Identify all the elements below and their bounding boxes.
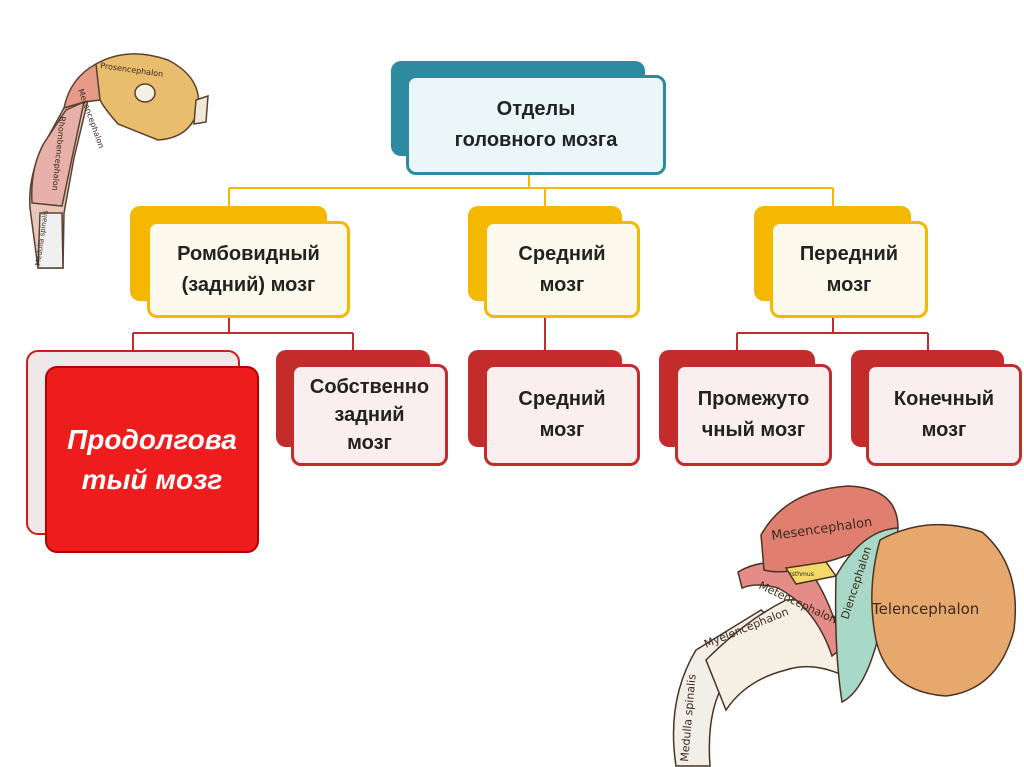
division-label: Передний мозг bbox=[799, 242, 899, 296]
subdivision-label: Средний мозг bbox=[518, 388, 606, 441]
subdivision-node-diencephalon: Промежуто чный мозг bbox=[675, 364, 832, 466]
subdivision-node-metencephalon: Собственно задний мозг bbox=[291, 364, 448, 466]
subdivision-label: Собственно задний мозг bbox=[309, 376, 430, 454]
subdivision-node-telencephalon: Конечный мозг bbox=[866, 364, 1022, 466]
subdivision-label: Продолгова тый мозг bbox=[67, 423, 237, 495]
embryo-brain-illustration-right: Mesencephalon Isthmus Metencephalon Dien… bbox=[672, 485, 1017, 767]
division-label: Средний мозг bbox=[518, 242, 606, 296]
root-node-label: Отделы головного мозга bbox=[454, 98, 618, 151]
embryo-brain-illustration-left: Prosencephalon Mesencephalon Rhombenceph… bbox=[29, 53, 209, 269]
subdivision-label: Конечный мозг bbox=[893, 388, 995, 441]
label-isthmus: Isthmus bbox=[790, 571, 814, 578]
subdivision-node-mesencephalon: Средний мозг bbox=[484, 364, 640, 466]
subdivision-label: Промежуто чный мозг bbox=[697, 388, 810, 441]
root-connector bbox=[228, 175, 834, 208]
left-division-connector bbox=[132, 318, 354, 352]
division-node-prosencephalon: Передний мозг bbox=[770, 221, 928, 318]
subdivision-node-medulla: Продолгова тый мозг bbox=[45, 366, 259, 553]
right-division-connector bbox=[736, 318, 929, 352]
division-node-mesencephalon: Средний мозг bbox=[484, 221, 640, 318]
root-node: Отделы головного мозга bbox=[406, 75, 666, 175]
division-label: Ромбовидный (задний) мозг bbox=[177, 242, 320, 296]
label-telencephalon: Telencephalon bbox=[871, 600, 979, 618]
division-node-rhombencephalon: Ромбовидный (задний) мозг bbox=[147, 221, 350, 318]
